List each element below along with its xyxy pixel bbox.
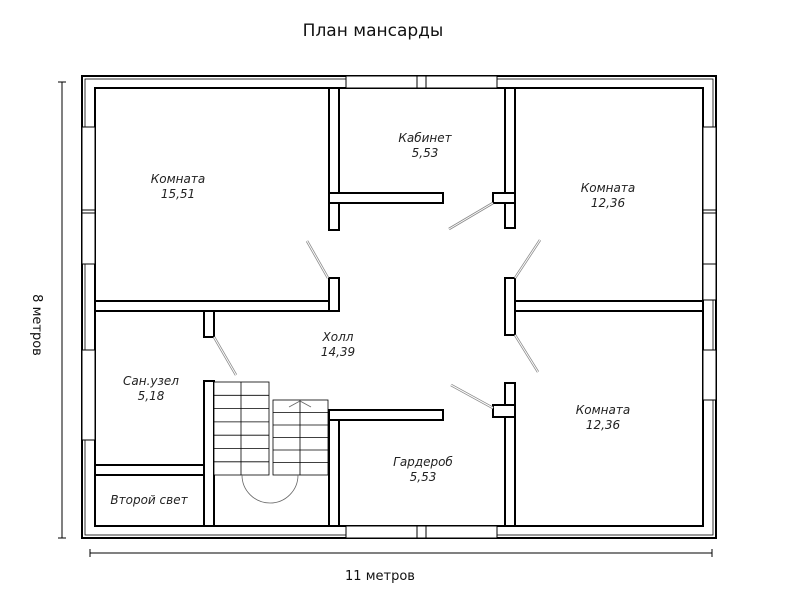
window-left-bottom (81, 349, 96, 441)
interior-walls (94, 87, 704, 527)
room-area: 12,36 (591, 196, 626, 210)
width-label: 11 метров (345, 569, 415, 584)
doors (212, 201, 542, 410)
room-area: 5,53 (410, 470, 437, 484)
room-name: Комната (151, 172, 205, 186)
room-name: Комната (576, 403, 630, 417)
room-name: Гардероб (393, 455, 453, 469)
windows (81, 75, 717, 539)
stair-flight-left (213, 381, 270, 476)
room-name: Кабинет (398, 131, 452, 145)
staircase (213, 381, 329, 504)
dimension-height: 8 метров (29, 81, 66, 539)
room-area: 12,36 (586, 418, 621, 432)
window-right-mid (702, 263, 717, 301)
room-area: 15,51 (161, 187, 195, 201)
stair-direction-arrow-icon (288, 400, 312, 408)
room-area: 5,53 (412, 146, 439, 160)
dimension-width: 11 метров (89, 549, 713, 584)
window-right-bottom (702, 349, 717, 401)
room-name: Второй свет (110, 493, 188, 507)
room-area: 14,39 (321, 345, 355, 359)
plan-title: План мансарды (303, 21, 444, 41)
height-label: 8 метров (29, 294, 44, 356)
stair-turn-arc (241, 474, 299, 504)
room-name: Холл (322, 330, 354, 344)
window-right-top (702, 126, 717, 265)
room-name: Сан.узел (123, 374, 179, 388)
room-name: Комната (581, 181, 635, 195)
window-left-top (81, 126, 96, 265)
room-area: 5,18 (138, 389, 165, 403)
